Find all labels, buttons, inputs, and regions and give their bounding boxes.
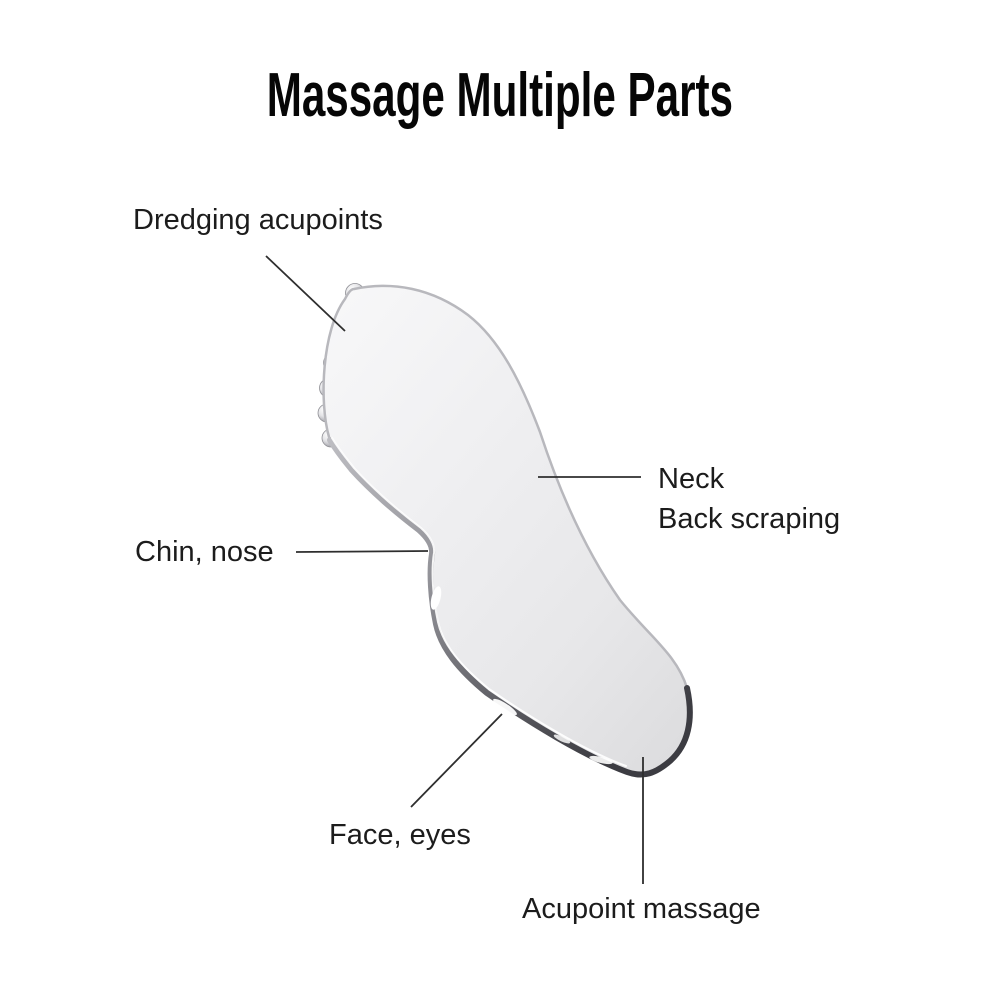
annotation-neck-back: Neck Back scraping [658,459,840,539]
specular-glint [589,755,613,765]
annotation-face-eyes: Face, eyes [329,819,471,851]
annotation-chin-nose: Chin, nose [135,536,274,568]
tool-rim-highlight [331,437,627,767]
page-title-text: Massage Multiple Parts [266,61,734,130]
annotation-neck-line2: Back scraping [658,503,841,535]
annotation-dredging-acupoints: Dredging acupoints [133,204,383,236]
leader-lines [265,255,644,884]
specular-glint [430,586,442,610]
specular-glint [553,734,571,744]
annotation-neck-line1: Neck [658,463,725,495]
annotation-acupoint-massage: Acupoint massage [522,893,761,925]
gua-sha-tool [317,283,693,778]
page-title: Massage Multiple Parts [0,60,1000,131]
leader-line-chin [295,550,429,553]
leader-line-dredging [265,255,346,332]
tool-chrome-rim [327,437,693,778]
leader-line-face [410,713,503,808]
specular-glint [493,698,517,716]
